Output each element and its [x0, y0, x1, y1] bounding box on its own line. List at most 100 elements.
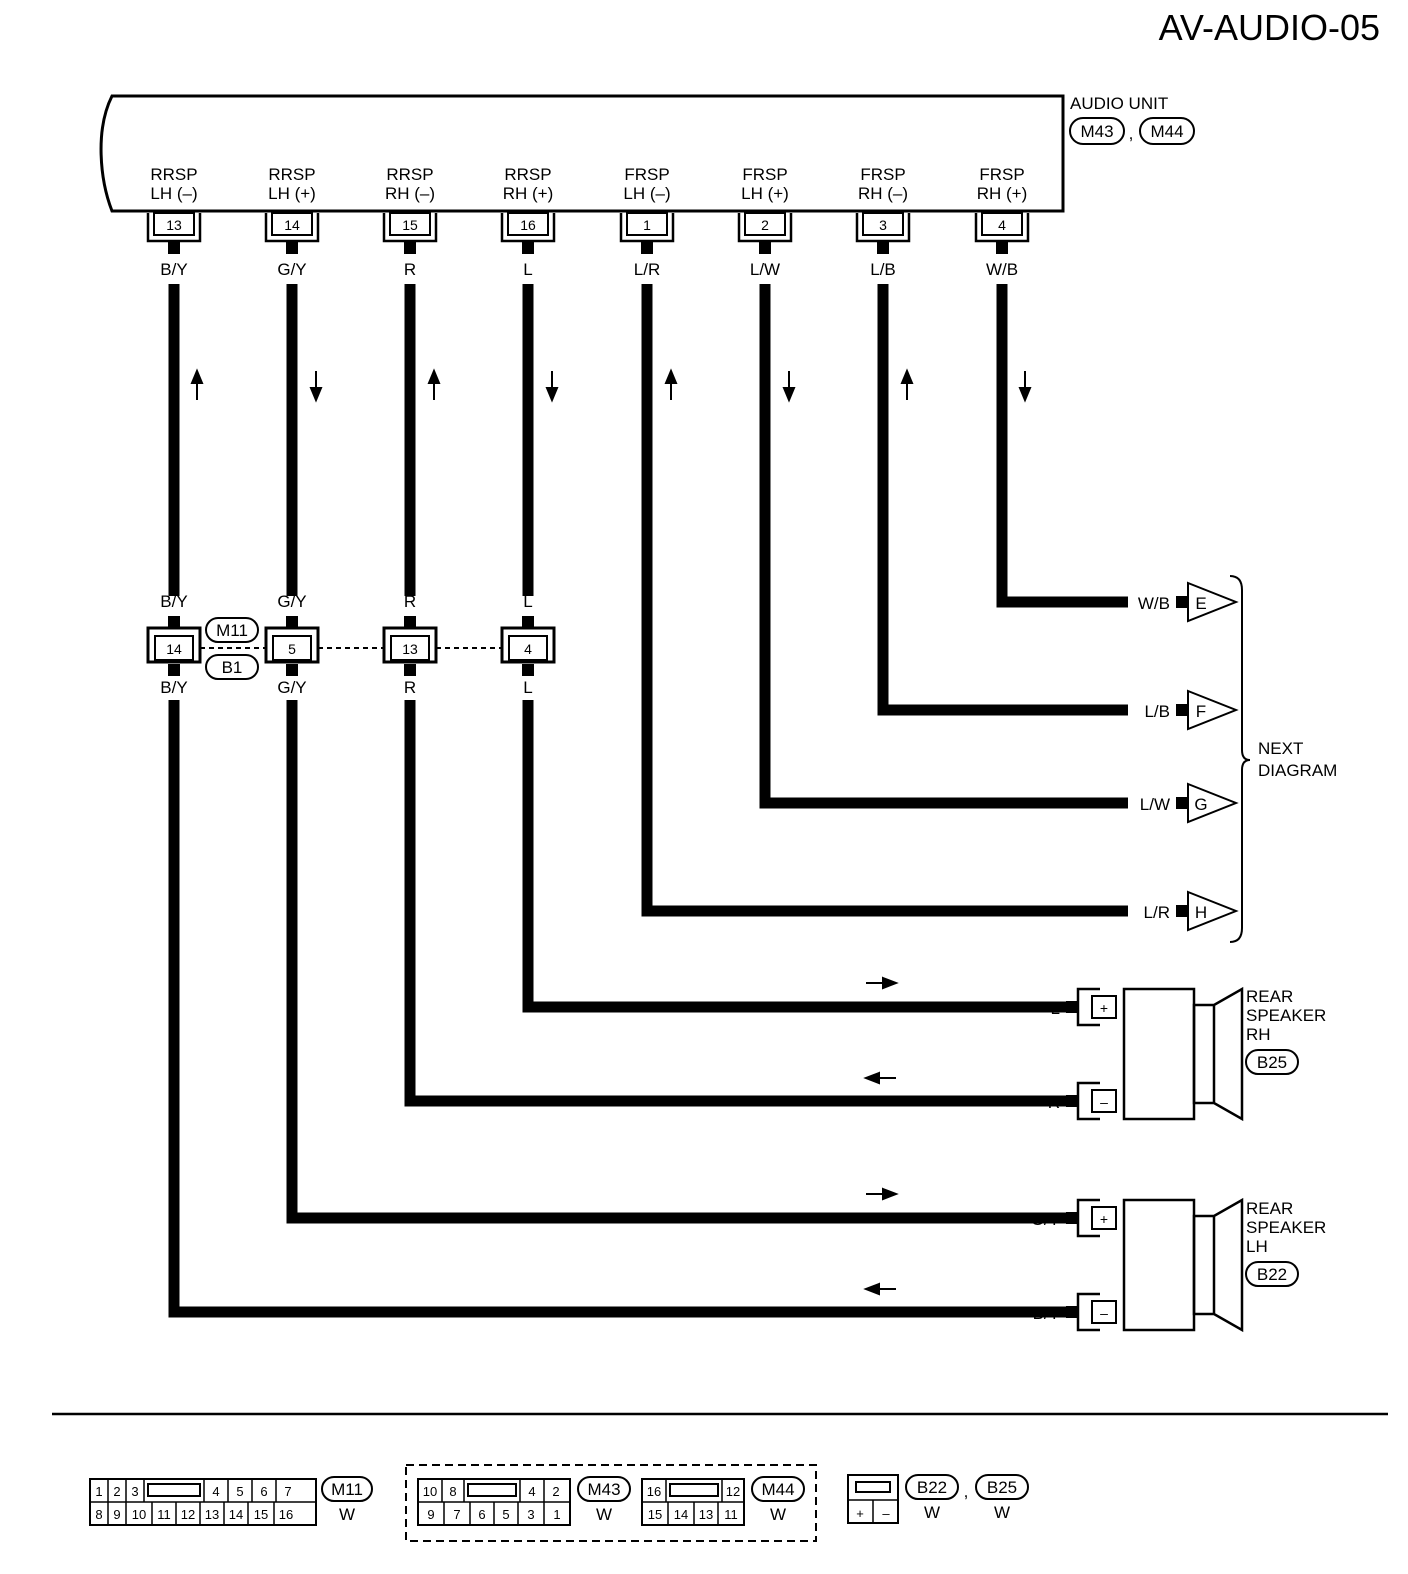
pin-number: 14: [284, 217, 300, 233]
wire-color: L/B: [870, 260, 896, 279]
pin-number: 14: [166, 641, 182, 657]
signal-arrows: [190, 368, 1032, 1296]
connector-tag-b22: B22: [1257, 1265, 1287, 1284]
terminal-polarity: RH (+): [503, 184, 554, 203]
output-letter: E: [1195, 594, 1206, 613]
joint-pin-14: B/Y 14 B/Y: [146, 592, 202, 697]
terminal-label: FRSP: [979, 165, 1024, 184]
legend-connector-name: M44: [761, 1480, 794, 1499]
legend-pin: 5: [502, 1507, 509, 1522]
audio-unit-body: [99, 94, 1065, 213]
terminal-label: RRSP: [504, 165, 551, 184]
terminal-label: FRSP: [624, 165, 669, 184]
arrow-down-icon: [782, 371, 796, 403]
speaker-body: [1122, 1198, 1196, 1332]
output-h: L/R H: [1144, 890, 1239, 932]
legend-pin: 11: [724, 1507, 738, 1522]
connector-lock-icon: [467, 1483, 517, 1497]
output-f: L/B F: [1144, 689, 1239, 731]
legend-connector-name: B25: [987, 1478, 1017, 1497]
legend-pin: 15: [254, 1507, 268, 1522]
terminal-frsp-lh-minus: FRSP LH (–) 1 L/R: [619, 165, 675, 279]
legend-connector-name: B22: [917, 1478, 947, 1497]
connector-arrow-icon: [1187, 782, 1239, 824]
terminal-rrsp-lh-plus: RRSP LH (+) 14 G/Y: [264, 165, 320, 279]
terminal-polarity: RH (–): [858, 184, 908, 203]
wire-color: R: [404, 678, 416, 697]
legend-pin: 2: [113, 1484, 120, 1499]
arrow-down-icon: [1018, 371, 1032, 403]
wire-color: G/Y: [277, 260, 306, 279]
wire-color: W/B: [1138, 594, 1170, 613]
terminal-label: FRSP: [742, 165, 787, 184]
wire-color: R: [404, 260, 416, 279]
wire-gy-lower: [286, 700, 1072, 1224]
legend-pin: 13: [699, 1507, 713, 1522]
wire-color: B/Y: [160, 592, 187, 611]
connector-tag-m44: M44: [1150, 122, 1183, 141]
legend-pin: 13: [205, 1507, 219, 1522]
legend-connector-name: M43: [587, 1480, 620, 1499]
pin-number: 15: [402, 217, 418, 233]
output-letter: H: [1195, 903, 1207, 922]
terminal-polarity: LH (–): [623, 184, 670, 203]
joint-pin-4: L 4 L: [500, 592, 556, 697]
speaker-label: SPEAKER: [1246, 1218, 1326, 1237]
brace-icon: [1229, 575, 1251, 943]
next-diagram-label: NEXT: [1258, 739, 1303, 758]
audio-unit-label: AUDIO UNIT: [1070, 94, 1168, 113]
terminal-frsp-lh-plus: FRSP LH (+) 2 L/W: [737, 165, 793, 279]
wire-color: G/Y: [1031, 1210, 1060, 1229]
wire-color: B/Y: [1033, 1304, 1060, 1323]
wire-color: R: [404, 592, 416, 611]
speaker-label: REAR: [1246, 987, 1293, 1006]
legend-pin: 1: [553, 1507, 560, 1522]
pin-number: 5: [288, 641, 296, 657]
wire-by-lower: [168, 700, 1072, 1318]
wire-color: L: [523, 678, 532, 697]
terminal-rrsp-lh-minus: RRSP LH (–) 13 B/Y: [146, 165, 202, 279]
arrow-right-icon: [866, 976, 899, 990]
wire-color: W/B: [986, 260, 1018, 279]
legend-pin: 12: [726, 1484, 740, 1499]
wires: [168, 284, 1128, 1318]
minus-terminal: –: [1100, 1305, 1108, 1321]
connector-arrow-icon: [1187, 689, 1239, 731]
joint-connector-m11-b1: M11 B1 B/Y 14 B/Y G/Y 5 G/Y R 13: [146, 592, 556, 697]
pin-number: 13: [402, 641, 418, 657]
legend-pin: 14: [229, 1507, 243, 1522]
terminal-polarity: LH (+): [741, 184, 789, 203]
wire-color: G/Y: [277, 592, 306, 611]
speaker-body: [1122, 987, 1196, 1121]
wire-color: R: [1048, 1093, 1060, 1112]
terminal-label: RRSP: [268, 165, 315, 184]
arrow-up-icon: [664, 368, 678, 400]
terminal-label: RRSP: [386, 165, 433, 184]
legend-pin: 7: [284, 1484, 291, 1499]
legend-minus: –: [882, 1506, 890, 1521]
arrow-left-icon: [863, 1071, 896, 1085]
audio-unit-terminals: RRSP LH (–) 13 B/Y RRSP LH (+) 14 G/Y RR…: [146, 165, 1030, 279]
terminal-label: RRSP: [150, 165, 197, 184]
pin-number: 4: [998, 217, 1006, 233]
speaker-label: SPEAKER: [1246, 1006, 1326, 1025]
terminal-frsp-rh-minus: FRSP RH (–) 3 L/B: [855, 165, 911, 279]
output-letter: G: [1194, 795, 1207, 814]
plus-terminal: +: [1100, 1211, 1108, 1227]
legend-pin: 5: [236, 1484, 243, 1499]
legend-pin: 10: [132, 1507, 146, 1522]
terminal-rrsp-rh-plus: RRSP RH (+) 16 L: [500, 165, 556, 279]
terminal-rrsp-rh-minus: RRSP RH (–) 15 R: [382, 165, 438, 279]
legend-pin: 12: [181, 1507, 195, 1522]
legend-pin: 11: [157, 1507, 171, 1522]
wire-lr: [641, 284, 1128, 917]
joint-pin-13: R 13 R: [382, 592, 438, 697]
wire-lw: [759, 284, 1128, 809]
speaker-label: REAR: [1246, 1199, 1293, 1218]
legend-pin: 15: [648, 1507, 662, 1522]
legend-pin: 7: [453, 1507, 460, 1522]
legend-pin: 10: [423, 1484, 437, 1499]
